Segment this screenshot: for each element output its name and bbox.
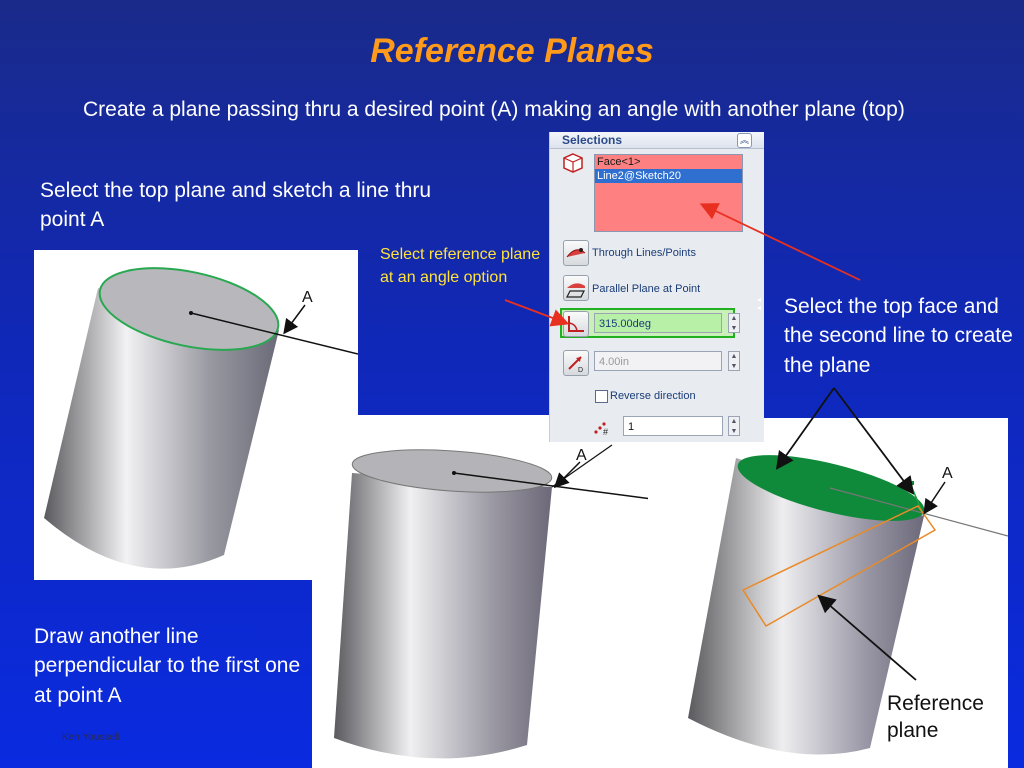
reference-plane-outline	[741, 505, 937, 628]
footer-author: Ken Youssefi	[62, 732, 120, 743]
through-lines-icon	[566, 248, 586, 258]
through-lines-button[interactable]	[563, 240, 589, 266]
top-face-1	[98, 267, 280, 351]
angle-input[interactable]: 315.00deg	[594, 313, 722, 333]
slide-title: Reference Planes	[370, 32, 654, 70]
instances-hash: #	[603, 427, 608, 436]
selection-face[interactable]: Face<1>	[597, 156, 641, 168]
step1-text: Select the top plane and sketch a line t…	[40, 179, 432, 232]
through-lines-label: Through Lines/Points	[592, 247, 696, 259]
panel-grip-icon[interactable]: ◂◂	[757, 295, 762, 312]
offset-d-marker: D	[578, 367, 583, 374]
callout-face-text: Select the top face and the second line …	[784, 295, 1013, 377]
arrow-to-second-line	[833, 387, 915, 495]
slide-subtitle: Create a plane passing thru a desired po…	[83, 98, 905, 121]
cylinder-image-3	[648, 418, 1008, 768]
offset-input[interactable]: 4.00in	[594, 351, 722, 371]
point-a-label-1: A	[302, 289, 313, 306]
parallel-plane-label: Parallel Plane at Point	[592, 283, 701, 295]
reverse-direction-checkbox[interactable]	[595, 390, 608, 403]
offset-spinner[interactable]: ▲▼	[728, 351, 740, 371]
collapse-icon[interactable]: ︽	[737, 133, 752, 148]
cylinder-image-1	[34, 250, 358, 580]
arrow-point-a-1	[283, 304, 306, 335]
step2-text: Draw another line perpendicular to the f…	[34, 625, 301, 707]
reference-plane-label: Reference plane	[887, 692, 984, 743]
angle-spinner[interactable]: ▲▼	[728, 313, 740, 333]
parallel-plane-button[interactable]	[563, 275, 589, 301]
point-a-label-3: A	[942, 465, 953, 482]
selection-line[interactable]: Line2@Sketch20	[595, 169, 742, 183]
sketch-line-1	[190, 312, 358, 355]
cylinder-image-2	[312, 415, 652, 768]
arrow-to-selection-list	[699, 203, 861, 281]
point-a-label-2: A	[576, 447, 587, 464]
instances-icon: #	[594, 422, 608, 436]
callout-option-text: Select reference plane at an angle optio…	[380, 246, 541, 287]
cube-icon	[563, 153, 583, 173]
arrow-to-top-face	[775, 387, 835, 470]
top-face-2	[351, 449, 553, 493]
panel-title: Selections	[562, 133, 623, 147]
reverse-direction-label: Reverse direction	[610, 390, 696, 402]
panel-header: Selections ︽	[550, 132, 764, 149]
instances-input[interactable]: 1	[623, 416, 723, 436]
sketch-line-3	[829, 487, 1008, 537]
arrow-point-a-3	[923, 481, 946, 515]
arrow-to-reference-plane	[817, 594, 917, 681]
arrow-to-angle-option	[504, 299, 570, 327]
instances-spinner[interactable]: ▲▼	[728, 416, 740, 436]
offset-distance-button[interactable]: D	[563, 350, 589, 376]
arrow-point-a-2	[553, 461, 581, 489]
parallel-plane-icon	[566, 283, 585, 298]
offset-distance-icon: D	[568, 356, 583, 374]
